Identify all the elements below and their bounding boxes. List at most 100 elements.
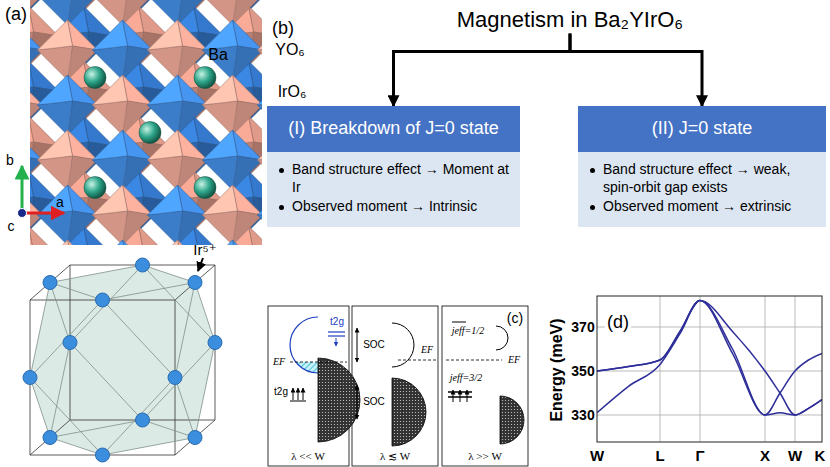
bullet-row: Observed moment → extrinsic <box>588 198 816 216</box>
yo6-octahedron <box>148 20 183 50</box>
axis-a <box>22 212 64 215</box>
iro6-octahedron <box>38 185 73 215</box>
yo6-octahedron <box>258 46 263 80</box>
tick-label: 330 <box>571 408 594 422</box>
band-outline <box>496 326 508 350</box>
grid-line <box>765 296 766 442</box>
polyhedron-edge <box>30 283 50 378</box>
plot-frame <box>597 296 822 442</box>
spin-arrow <box>467 390 468 402</box>
dispersion-curve <box>597 301 822 415</box>
polyhedron-edge <box>143 420 196 438</box>
ir-site <box>63 336 77 350</box>
iro6-octahedron <box>68 0 98 25</box>
k-point-label: K <box>815 448 826 463</box>
polyhedron-edge <box>50 283 70 343</box>
spin-arrow <box>336 338 337 346</box>
polyhedron-edge <box>103 283 196 301</box>
level-label: jeff=1/2 <box>452 326 484 336</box>
yo6-octahedron <box>38 130 73 160</box>
filled-band <box>290 362 318 373</box>
iro6-octahedron <box>178 0 208 25</box>
bullet-row: Observed moment → Intrinsic <box>277 198 510 216</box>
ba-atom <box>84 177 106 199</box>
k-point-label: W <box>788 448 802 463</box>
atom-label: Ba <box>208 47 228 63</box>
polyhedron-edge <box>143 265 216 343</box>
panel-tag: (d) <box>605 312 631 332</box>
octahedron-back <box>30 116 34 146</box>
iro6-octahedron <box>30 240 43 245</box>
ir-site <box>188 276 202 290</box>
level-schemes <box>268 306 528 466</box>
polyhedron-fill <box>30 265 215 455</box>
bullet-dot <box>279 168 284 173</box>
branch-arrow <box>570 34 702 107</box>
regime-label: λ << W <box>291 451 325 462</box>
crystal-structure <box>30 0 262 245</box>
soc-arrow <box>357 385 358 419</box>
spin-arrow <box>460 390 461 402</box>
iro6-octahedron <box>233 240 263 245</box>
yo6-octahedron <box>38 20 73 50</box>
bullet-dot <box>590 205 595 210</box>
polyhedron-edge <box>50 283 103 301</box>
iro6-octahedron <box>258 211 263 245</box>
ir-site <box>23 371 37 385</box>
bullet-dot <box>590 168 595 173</box>
axis-label: b <box>6 153 14 167</box>
level-label: t2g <box>274 387 288 397</box>
level <box>328 331 345 332</box>
iro6-octahedron <box>258 185 263 215</box>
polyhedron-edge <box>143 265 196 283</box>
iro6-octahedron <box>258 101 263 135</box>
polyhedron-edge <box>143 343 216 421</box>
yo6-octahedron <box>68 240 98 245</box>
ir-site <box>136 413 150 427</box>
yo6-octahedron <box>258 240 263 245</box>
pointer-arrow <box>198 258 203 271</box>
fermi-label: EF <box>273 357 285 367</box>
soc-arrow <box>357 328 358 362</box>
ir-site <box>43 431 57 445</box>
polyhedron-edge <box>103 438 196 456</box>
iro6-octahedron <box>258 0 263 25</box>
filled-band <box>318 358 360 442</box>
ir-site <box>168 371 182 385</box>
yo6-octahedron <box>38 240 73 245</box>
bullet-text: Band structure effect → Moment at Ir <box>292 161 510 196</box>
axis-label: c <box>8 219 15 233</box>
iro6-octahedron <box>30 130 43 160</box>
tick-label: 350 <box>571 364 594 378</box>
branch-arrow <box>394 34 571 107</box>
bullet-text: Observed moment → extrinsic <box>603 198 791 216</box>
bullet-text: Band structure effect → weak, spin-orbit… <box>603 161 816 196</box>
ir-site <box>136 258 150 272</box>
cube-edge <box>175 265 215 300</box>
dispersion-curve <box>597 301 822 415</box>
octahedron-back <box>30 6 34 36</box>
level-label: t2g <box>330 317 344 327</box>
axis-b <box>21 166 24 213</box>
bullet-row: Band structure effect → weak, spin-orbit… <box>588 161 816 196</box>
ir-site <box>96 293 110 307</box>
polyhedron-edge <box>30 378 103 456</box>
iro6-octahedron <box>38 75 73 105</box>
spin-arrow <box>293 388 294 400</box>
k-point-label: L <box>655 448 664 463</box>
ion-label: Ir⁵⁺ <box>193 242 216 257</box>
band-outline <box>290 317 318 373</box>
octahedron-label: IrO₆ <box>278 84 307 100</box>
grid-line <box>597 371 822 372</box>
band-plot <box>597 296 822 442</box>
iro6-octahedron <box>148 75 183 105</box>
box-heading: (II) J=0 state <box>578 106 826 152</box>
polyhedron-edge <box>195 343 215 438</box>
iro6-octahedron <box>93 130 128 160</box>
regime-label: λ >> W <box>468 451 502 462</box>
k-point-label: W <box>590 448 604 463</box>
